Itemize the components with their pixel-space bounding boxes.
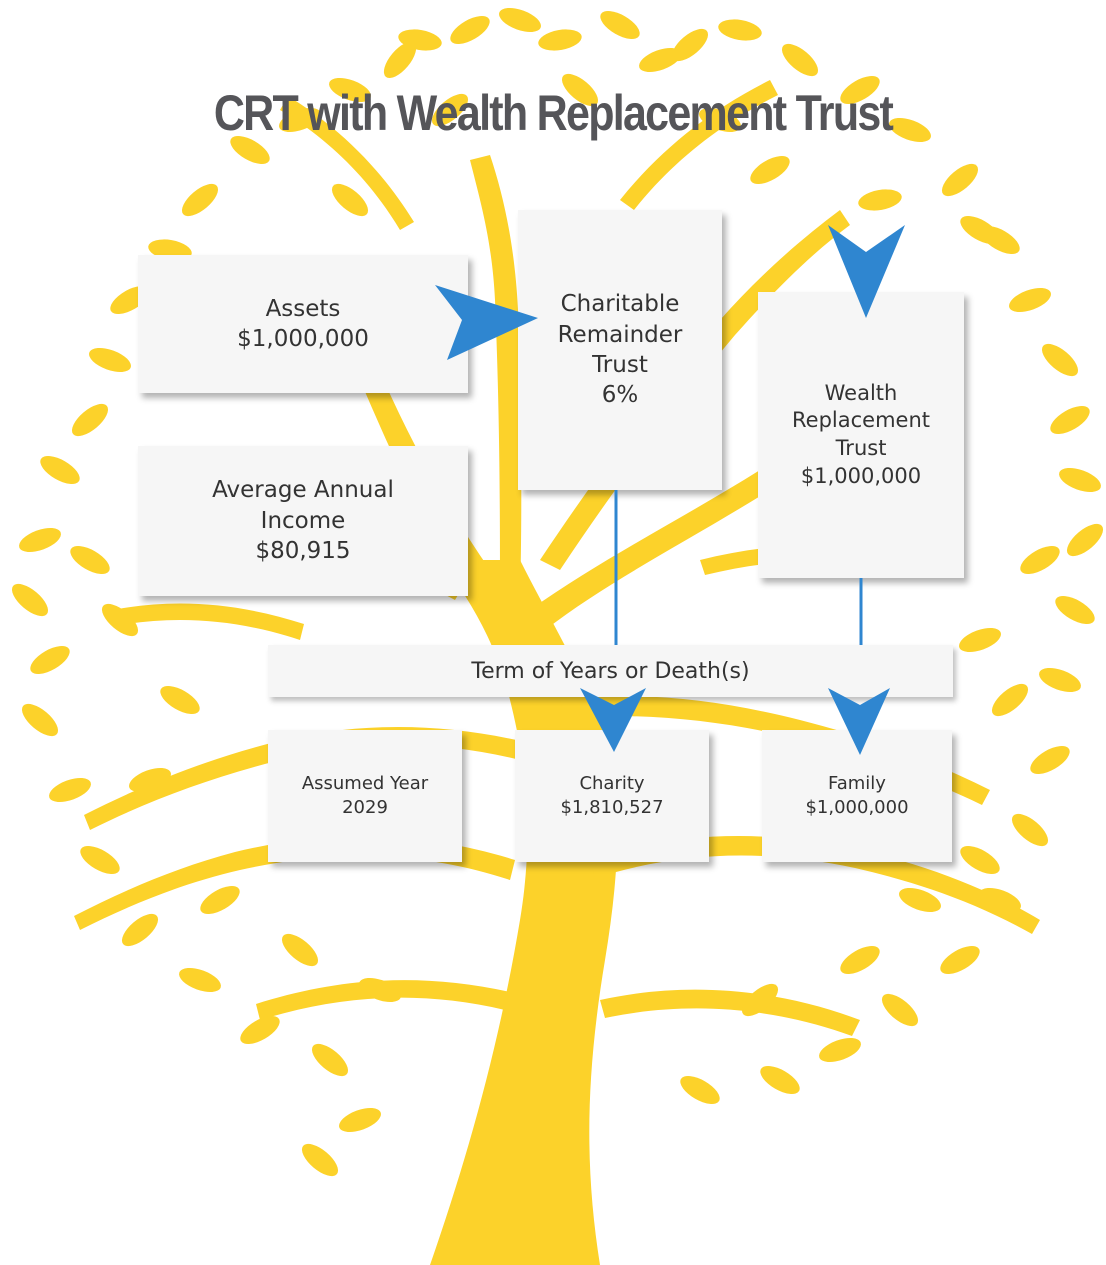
charity-box: Charity $1,810,527: [515, 730, 709, 862]
leaf-shape: [741, 983, 779, 1017]
wrt-value: $1,000,000: [800, 463, 922, 488]
leaf-shape: [339, 1107, 381, 1133]
leaf-shape: [329, 77, 371, 103]
income-value: $80,915: [255, 538, 351, 565]
crt-box: Charitable Remainder Trust 6%: [518, 210, 722, 490]
wrt-box: Wealth Replacement Trust $1,000,000: [758, 292, 964, 578]
leaf-shape: [881, 993, 919, 1027]
leaf-shape: [279, 107, 321, 133]
leaf-shape: [940, 946, 980, 974]
leaf-shape: [889, 117, 931, 143]
leaf-shape: [538, 29, 582, 51]
leaf-shape: [450, 16, 490, 44]
leaf-shape: [1011, 813, 1049, 847]
leaf-shape: [941, 163, 979, 197]
leaf-shape: [121, 913, 159, 947]
leaf-shape: [1059, 467, 1101, 493]
assumed-year-label: Assumed Year: [301, 773, 429, 795]
term-label: Term of Years or Death(s): [471, 658, 750, 684]
leaf-shape: [200, 886, 240, 914]
leaf-shape: [240, 1016, 280, 1044]
wrt-line-1: Wealth: [824, 380, 898, 405]
income-line-1: Average Annual: [212, 477, 394, 504]
charity-label: Charity: [579, 773, 645, 795]
leaf-shape: [179, 967, 221, 993]
leaf-shape: [991, 683, 1029, 717]
leaf-shape: [561, 73, 599, 107]
leaf-shape: [1030, 746, 1070, 774]
leaf-shape: [699, 107, 741, 133]
leaf-shape: [129, 767, 171, 793]
family-box: Family $1,000,000: [762, 730, 952, 862]
leaf-shape: [101, 603, 139, 637]
wrt-line-3: Trust: [835, 436, 887, 460]
leaf-shape: [760, 1066, 800, 1094]
charity-value: $1,810,527: [560, 797, 664, 818]
leaf-shape: [70, 546, 110, 574]
leaf-shape: [979, 887, 1021, 913]
leaf-shape: [1066, 523, 1104, 557]
leaf-shape: [230, 136, 270, 164]
wrt-line-2: Replacement: [792, 408, 930, 433]
leaf-shape: [80, 846, 120, 874]
leaf-shape: [671, 28, 709, 62]
leaf-shape: [600, 11, 640, 39]
family-label: Family: [828, 773, 886, 795]
assets-label: Assets: [265, 295, 341, 322]
leaf-shape: [1055, 596, 1095, 624]
leaf-shape: [331, 183, 369, 217]
leaf-shape: [840, 946, 880, 974]
leaf-shape: [21, 703, 59, 737]
crt-line-2: Remainder: [557, 321, 683, 348]
leaf-shape: [11, 583, 49, 617]
assets-value: $1,000,000: [237, 326, 369, 352]
leaf-shape: [680, 1076, 720, 1104]
leaf-shape: [19, 527, 61, 553]
leaf-shape: [750, 156, 790, 184]
leaf-shape: [1041, 343, 1079, 377]
leaf-shape: [819, 1037, 861, 1063]
leaf-shape: [1009, 287, 1051, 313]
leaf-shape: [431, 93, 469, 127]
leaf-shape: [899, 887, 941, 913]
leaf-shape: [960, 216, 1000, 244]
leaf-shape: [1039, 667, 1081, 693]
family-value: $1,000,000: [805, 797, 909, 818]
income-box: Average Annual Income $80,915: [138, 446, 468, 596]
leaf-shape: [499, 7, 541, 33]
leaf-shape: [383, 41, 417, 79]
diagram-title: CRT with Wealth Replacement Trust: [213, 85, 894, 141]
income-line-2: Income: [260, 507, 346, 534]
leaf-shape: [781, 43, 819, 77]
crt-line-3: Trust: [592, 352, 648, 378]
leaf-shape: [181, 183, 219, 217]
leaf-shape: [311, 1043, 349, 1077]
assets-box: Assets $1,000,000: [138, 255, 468, 393]
leaf-shape: [40, 456, 80, 484]
leaf-shape: [1050, 406, 1090, 434]
leaf-shape: [718, 19, 762, 41]
leaf-shape: [840, 76, 880, 104]
leaf-shape: [959, 627, 1001, 653]
leaf-shape: [89, 347, 131, 373]
assumed-year-box: Assumed Year 2029: [268, 730, 462, 862]
leaf-shape: [49, 777, 91, 803]
leaf-shape: [71, 403, 109, 437]
leaf-shape: [301, 1143, 339, 1177]
leaf-shape: [281, 933, 319, 967]
leaf-shape: [639, 47, 681, 73]
crt-rate: 6%: [601, 382, 639, 409]
leaf-shape: [398, 29, 442, 51]
leaf-shape: [858, 189, 902, 211]
assumed-year-value: 2029: [342, 797, 388, 818]
crt-line-1: Charitable: [560, 291, 680, 318]
leaf-shape: [960, 846, 1000, 874]
leaf-shape: [160, 686, 200, 714]
leaf-shape: [359, 977, 401, 1003]
leaf-shape: [1020, 546, 1060, 574]
term-bar: Term of Years or Death(s): [268, 645, 953, 697]
leaf-shape: [30, 646, 70, 674]
